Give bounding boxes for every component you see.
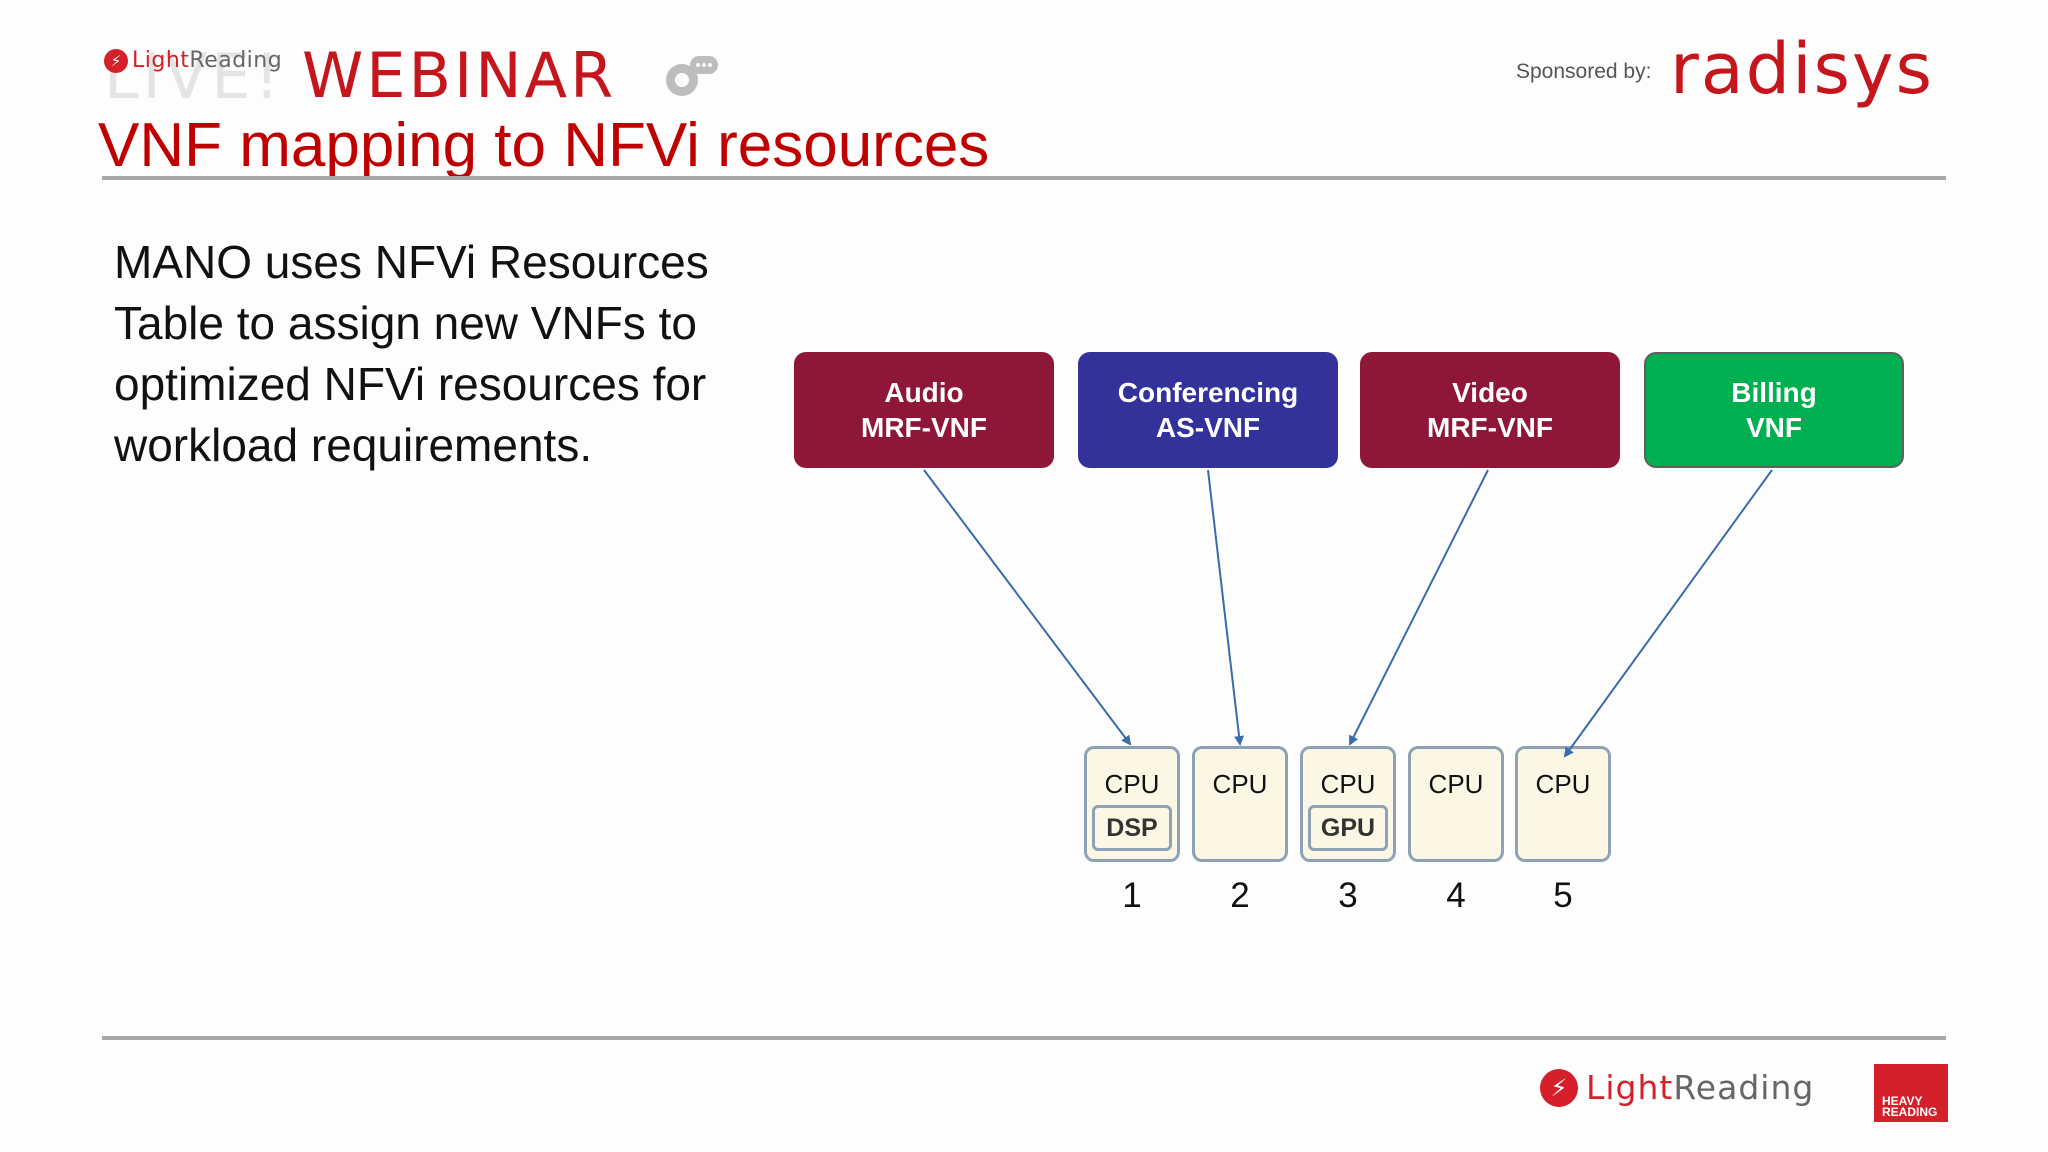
resource-number: 3 bbox=[1338, 876, 1358, 915]
vnf-box-conferencing: Conferencing AS-VNF bbox=[1078, 352, 1338, 468]
cpu-label: CPU bbox=[1104, 769, 1160, 799]
gpu-accelerator: GPU bbox=[1308, 805, 1388, 851]
vnf-label-line1: Video bbox=[1452, 377, 1528, 408]
resource-number: 1 bbox=[1122, 876, 1142, 915]
vnf-label-line2: MRF-VNF bbox=[861, 412, 987, 443]
vnf-label-line2: AS-VNF bbox=[1155, 412, 1261, 443]
lightreading-wordmark: LightReading bbox=[132, 48, 283, 73]
arrow-conferencing-to-2 bbox=[1207, 469, 1245, 746]
vnf-label-line1: Audio bbox=[884, 377, 964, 408]
vnf-box-audio: Audio MRF-VNF bbox=[794, 352, 1054, 468]
footer-divider bbox=[102, 1036, 1946, 1040]
cpu-label: CPU bbox=[1428, 769, 1484, 799]
nfvi-resource-2: CPU bbox=[1192, 746, 1288, 862]
lightreading-wordmark: LightReading bbox=[1586, 1068, 1815, 1107]
dsp-accelerator: DSP bbox=[1092, 805, 1172, 851]
chat-bubble-icon bbox=[666, 56, 718, 96]
nfvi-resource-5: CPU bbox=[1515, 746, 1611, 862]
lightning-bolt-icon: ⚡ bbox=[104, 48, 128, 73]
vnf-label-line1: Billing bbox=[1731, 377, 1817, 408]
sponsored-label: Sponsored by: bbox=[1516, 60, 1652, 83]
arrow-video-to-3 bbox=[1349, 469, 1489, 746]
lightreading-footer-logo: ⚡ LightReading bbox=[1540, 1068, 1814, 1107]
cpu-label: CPU bbox=[1320, 769, 1376, 799]
heavy-reading-logo: HEAVY READING bbox=[1874, 1064, 1948, 1122]
live-ghost-text: LIVE! bbox=[104, 40, 284, 113]
vnf-box-video: Video MRF-VNF bbox=[1360, 352, 1620, 468]
vnf-label-line2: VNF bbox=[1746, 412, 1802, 443]
lightning-bolt-icon: ⚡ bbox=[1540, 1068, 1578, 1107]
arrow-audio-to-1 bbox=[923, 469, 1132, 746]
vnf-label-line1: Conferencing bbox=[1117, 377, 1299, 408]
cpu-label: CPU bbox=[1535, 769, 1591, 799]
nfvi-resource-4: CPU bbox=[1408, 746, 1504, 862]
sponsor-logo: radisys bbox=[1670, 28, 1934, 110]
body-text: MANO uses NFVi Resources Table to assign… bbox=[114, 236, 709, 471]
webinar-wordmark: WEBINAR bbox=[302, 39, 617, 112]
cpu-label: CPU bbox=[1212, 769, 1268, 799]
nfvi-resource-1: CPU DSP bbox=[1084, 746, 1180, 862]
vnf-label-line2: MRF-VNF bbox=[1427, 412, 1553, 443]
lightreading-header-logo: ⚡ LightReading bbox=[104, 48, 282, 73]
resource-number: 4 bbox=[1446, 876, 1466, 915]
nfvi-resource-3: CPU GPU bbox=[1300, 746, 1396, 862]
vnf-box-billing: Billing VNF bbox=[1644, 352, 1904, 468]
resource-number: 5 bbox=[1553, 876, 1573, 915]
page-title: VNF mapping to NFVi resources bbox=[98, 111, 990, 180]
title-divider bbox=[102, 176, 1946, 180]
resource-number: 2 bbox=[1230, 876, 1250, 915]
arrow-billing-to-5 bbox=[1563, 469, 1773, 758]
